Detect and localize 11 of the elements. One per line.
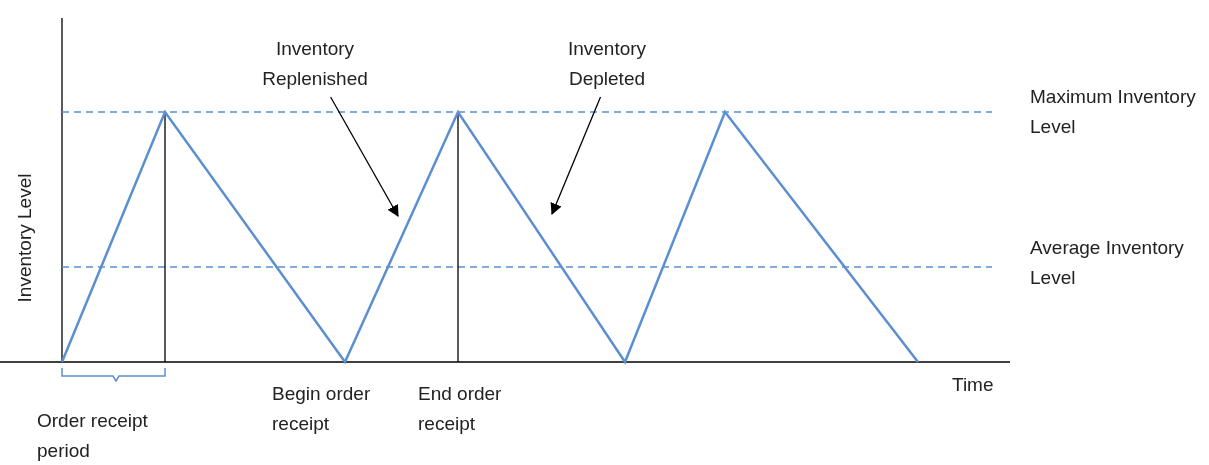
line-label: Maximum Inventory Level <box>1030 85 1197 139</box>
period-label: Order receipt period <box>37 409 149 463</box>
line-label: Average Inventory Level <box>1030 236 1185 290</box>
event-label: Begin order receipt <box>272 382 372 436</box>
leader-arrow <box>550 96 602 216</box>
leader-arrow <box>329 96 399 217</box>
annotation-text: Inventory Depleted <box>542 34 672 94</box>
axis-title: Time <box>952 373 995 397</box>
annotation-text: Inventory Replenished <box>250 34 380 94</box>
axis-title: Inventory Level <box>13 173 36 303</box>
event-label: End order receipt <box>418 382 503 436</box>
